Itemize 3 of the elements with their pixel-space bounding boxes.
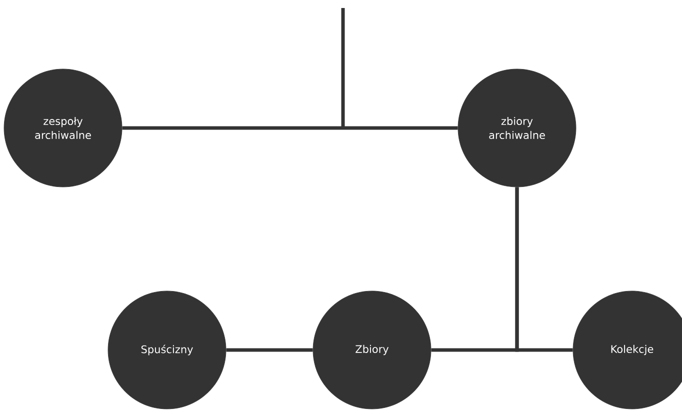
connector-line [122,126,458,130]
connector-line [226,348,313,352]
connector-line [515,187,573,352]
